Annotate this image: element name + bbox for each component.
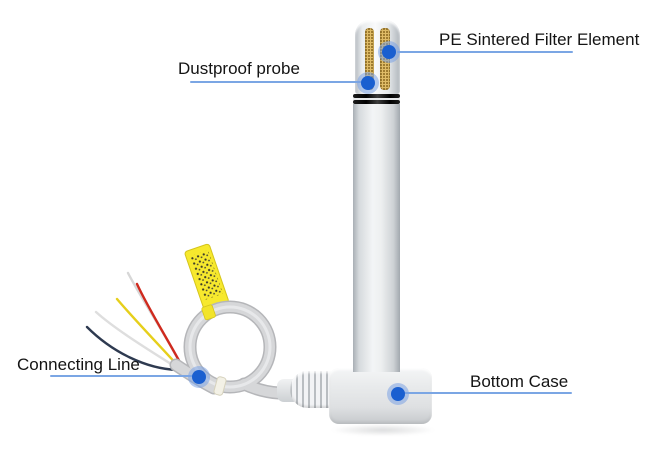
cable-highlight bbox=[188, 305, 272, 389]
callout-line-pe-filter bbox=[397, 51, 573, 53]
cable-gland bbox=[290, 371, 335, 408]
bottom-case bbox=[329, 368, 432, 424]
probe-ring-band-top bbox=[353, 94, 400, 98]
sintered-filter-slot-left bbox=[365, 28, 374, 90]
probe-ring-gap bbox=[353, 98, 400, 100]
callout-line-bottom-case bbox=[398, 392, 572, 394]
callout-marker-dot-dustproof-probe bbox=[357, 72, 379, 94]
wire-navy bbox=[85, 325, 180, 372]
callout-label-bottom-case: Bottom Case bbox=[470, 372, 569, 391]
probe-stem bbox=[353, 104, 400, 372]
callout-marker-dot-connecting-line bbox=[188, 366, 210, 388]
callout-label-connecting-line: Connecting Line bbox=[17, 355, 140, 374]
case-drop-shadow bbox=[330, 424, 436, 436]
callout-line-dustproof-probe bbox=[190, 81, 368, 83]
callout-label-dustproof-probe: Dustproof probe bbox=[178, 59, 300, 78]
callout-label-pe-filter: PE Sintered Filter Element bbox=[439, 30, 640, 49]
wire-red bbox=[135, 282, 184, 368]
cable-tie bbox=[213, 376, 227, 396]
label-tag-tail bbox=[201, 304, 216, 321]
tag-dot-matrix-text bbox=[190, 250, 223, 300]
label-tag bbox=[184, 243, 229, 311]
probe-ring-band-bottom bbox=[353, 100, 400, 104]
callout-line-connecting-line bbox=[50, 375, 199, 377]
callout-marker-dot-pe-filter bbox=[378, 41, 400, 63]
callout-marker-dot-bottom-case bbox=[387, 383, 409, 405]
